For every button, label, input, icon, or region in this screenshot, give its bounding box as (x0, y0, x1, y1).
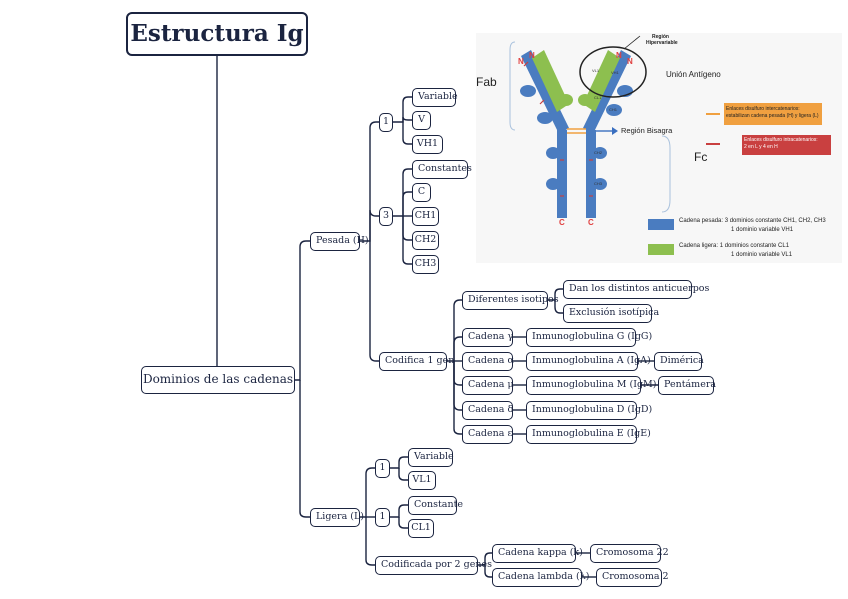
node-ch2: CH2 (412, 231, 439, 250)
node-cadena-delta: Cadena δ (462, 401, 513, 420)
legend-inter-line1: Enlaces disulfuro intercatenarios: (726, 106, 800, 112)
intra-bond (539, 99, 545, 105)
heavy-chain-arm-right (583, 50, 631, 134)
node-cadena-lambda: Cadena lambda (λ) (492, 568, 589, 587)
node-cadena-gamma: Cadena γ (462, 328, 513, 347)
legend-red-box (742, 135, 831, 155)
domain-bump (578, 94, 592, 106)
node-ligera-1a: 1 (375, 459, 390, 478)
domain-label-ch1: CH1 (609, 107, 618, 112)
hinge-arrowhead (612, 127, 618, 135)
domain-bump (546, 178, 560, 190)
union-antigeno-label: Unión Antígeno (666, 70, 721, 79)
domain-bump (593, 147, 607, 159)
region-bisagra-label: Región Bisagra (621, 126, 673, 135)
fc-label: Fc (694, 150, 708, 164)
node-ligera-1b: 1 (375, 508, 390, 527)
c-terminal-left: C (559, 218, 565, 227)
n-terminal-right-outer: N (627, 57, 633, 66)
heavy-chain-stem-left (557, 130, 567, 218)
node-vh1: VH1 (412, 135, 443, 154)
node-iga: Inmunoglobulina A (IgA) (526, 352, 651, 371)
node-c: C (412, 183, 431, 202)
node-ch1: CH1 (412, 207, 439, 226)
hypervariable-circle (579, 46, 647, 98)
hypervariable-pointer (623, 35, 641, 50)
node-cromosoma-2: Cromosoma 2 (596, 568, 669, 587)
domain-bump (559, 94, 573, 106)
legend-light-line1: Cadena ligera: 1 dominios constante CL1 (679, 243, 790, 249)
node-dimerica: Dimérica (654, 352, 704, 371)
node-igd: Inmunoglobulina D (IgD) (526, 401, 652, 420)
domain-label-cl1: CL1 (594, 95, 602, 100)
node-exclusion-isotipica: Exclusión isotípica (563, 304, 659, 323)
domain-label-ch3: CH3 (594, 181, 603, 186)
node-dan-anticuerpos: Dan los distintos anticuerpos (563, 280, 709, 299)
legend-heavy-swatch (648, 219, 674, 230)
node-v: V (412, 111, 431, 130)
node-igg: Inmunoglobulina G (IgG) (526, 328, 652, 347)
node-cadena-mu: Cadena μ (462, 376, 514, 395)
fab-label: Fab (476, 75, 497, 89)
domain-bump (537, 112, 553, 124)
legend-light-swatch (648, 244, 674, 255)
legend-intra-line1: Enlaces disulfuro intracatenarios: (744, 137, 818, 143)
map-title: Estructura Ig (126, 12, 308, 56)
node-cadena-alfa: Cadena α (462, 352, 514, 371)
legend-heavy-line2: 1 dominio variable VH1 (731, 227, 794, 233)
legend-intra-line2: 2 en L y 4 en H (744, 144, 778, 150)
intra-bond (523, 61, 529, 67)
node-pesada-3: 3 (379, 207, 393, 226)
hypervariable-label-2: Hipervariable (646, 40, 678, 46)
light-chain-left (532, 50, 569, 112)
n-terminal-left-inner: N (529, 51, 535, 60)
node-constantes: Constantes (412, 160, 472, 179)
domain-label-vh1: VH1 (611, 70, 619, 75)
fab-bracket (509, 41, 516, 131)
domain-bump (520, 85, 536, 97)
legend-light-line2: 1 dominio variable VL1 (731, 252, 793, 258)
root-node: Dominios de las cadenas (141, 366, 295, 394)
node-ige: Inmunoglobulina E (IgE) (526, 425, 651, 444)
node-pentamera: Pentámera (658, 376, 716, 395)
fc-bracket (661, 135, 671, 213)
node-codificada-2-genes: Codificada por 2 genes (375, 556, 492, 575)
c-terminal-right: C (588, 218, 594, 227)
node-diferentes-isotipos: Diferentes isotipos (462, 291, 559, 310)
node-cl1: CL1 (408, 519, 434, 538)
node-ch3: CH3 (412, 255, 439, 274)
domain-bump (606, 104, 622, 116)
light-chain-right (583, 50, 620, 112)
node-variable-h: Variable (412, 88, 458, 107)
domain-bump (593, 178, 607, 190)
legend-heavy-line1: Cadena pesada: 3 dominios constante CH1,… (679, 218, 826, 224)
legend-orange-box (724, 103, 822, 125)
hypervariable-label-1: Región (652, 34, 669, 40)
domain-label-ch2: CH2 (594, 150, 603, 155)
node-igm: Inmunoglobulina M (IgM) (526, 376, 656, 395)
heavy-chain-arm-left (521, 50, 569, 134)
node-pesada-1: 1 (379, 113, 393, 132)
domain-label-vl1: VL1 (592, 68, 600, 73)
n-terminal-left-outer: N (518, 57, 524, 66)
node-cadena-kappa: Cadena kappa (k) (492, 544, 583, 563)
heavy-chain-stem-right (586, 130, 596, 218)
legend-inter-line2: estabilizan cadena pesada (H) y ligera (… (726, 113, 819, 119)
node-cadena-epsilon: Cadena ε (462, 425, 513, 444)
node-variable-l: Variable (408, 448, 454, 467)
domain-bump (546, 147, 560, 159)
node-vl1: VL1 (408, 471, 436, 490)
node-constante: Constante (408, 496, 463, 515)
node-cromosoma-22: Cromosoma 22 (590, 544, 669, 563)
n-terminal-right-inner: N (616, 51, 622, 60)
node-codifica-1-gen: Codifica 1 gen (379, 352, 454, 371)
node-ligera: Ligera (L) (310, 508, 364, 527)
node-pesada: Pesada (H) (310, 232, 369, 251)
